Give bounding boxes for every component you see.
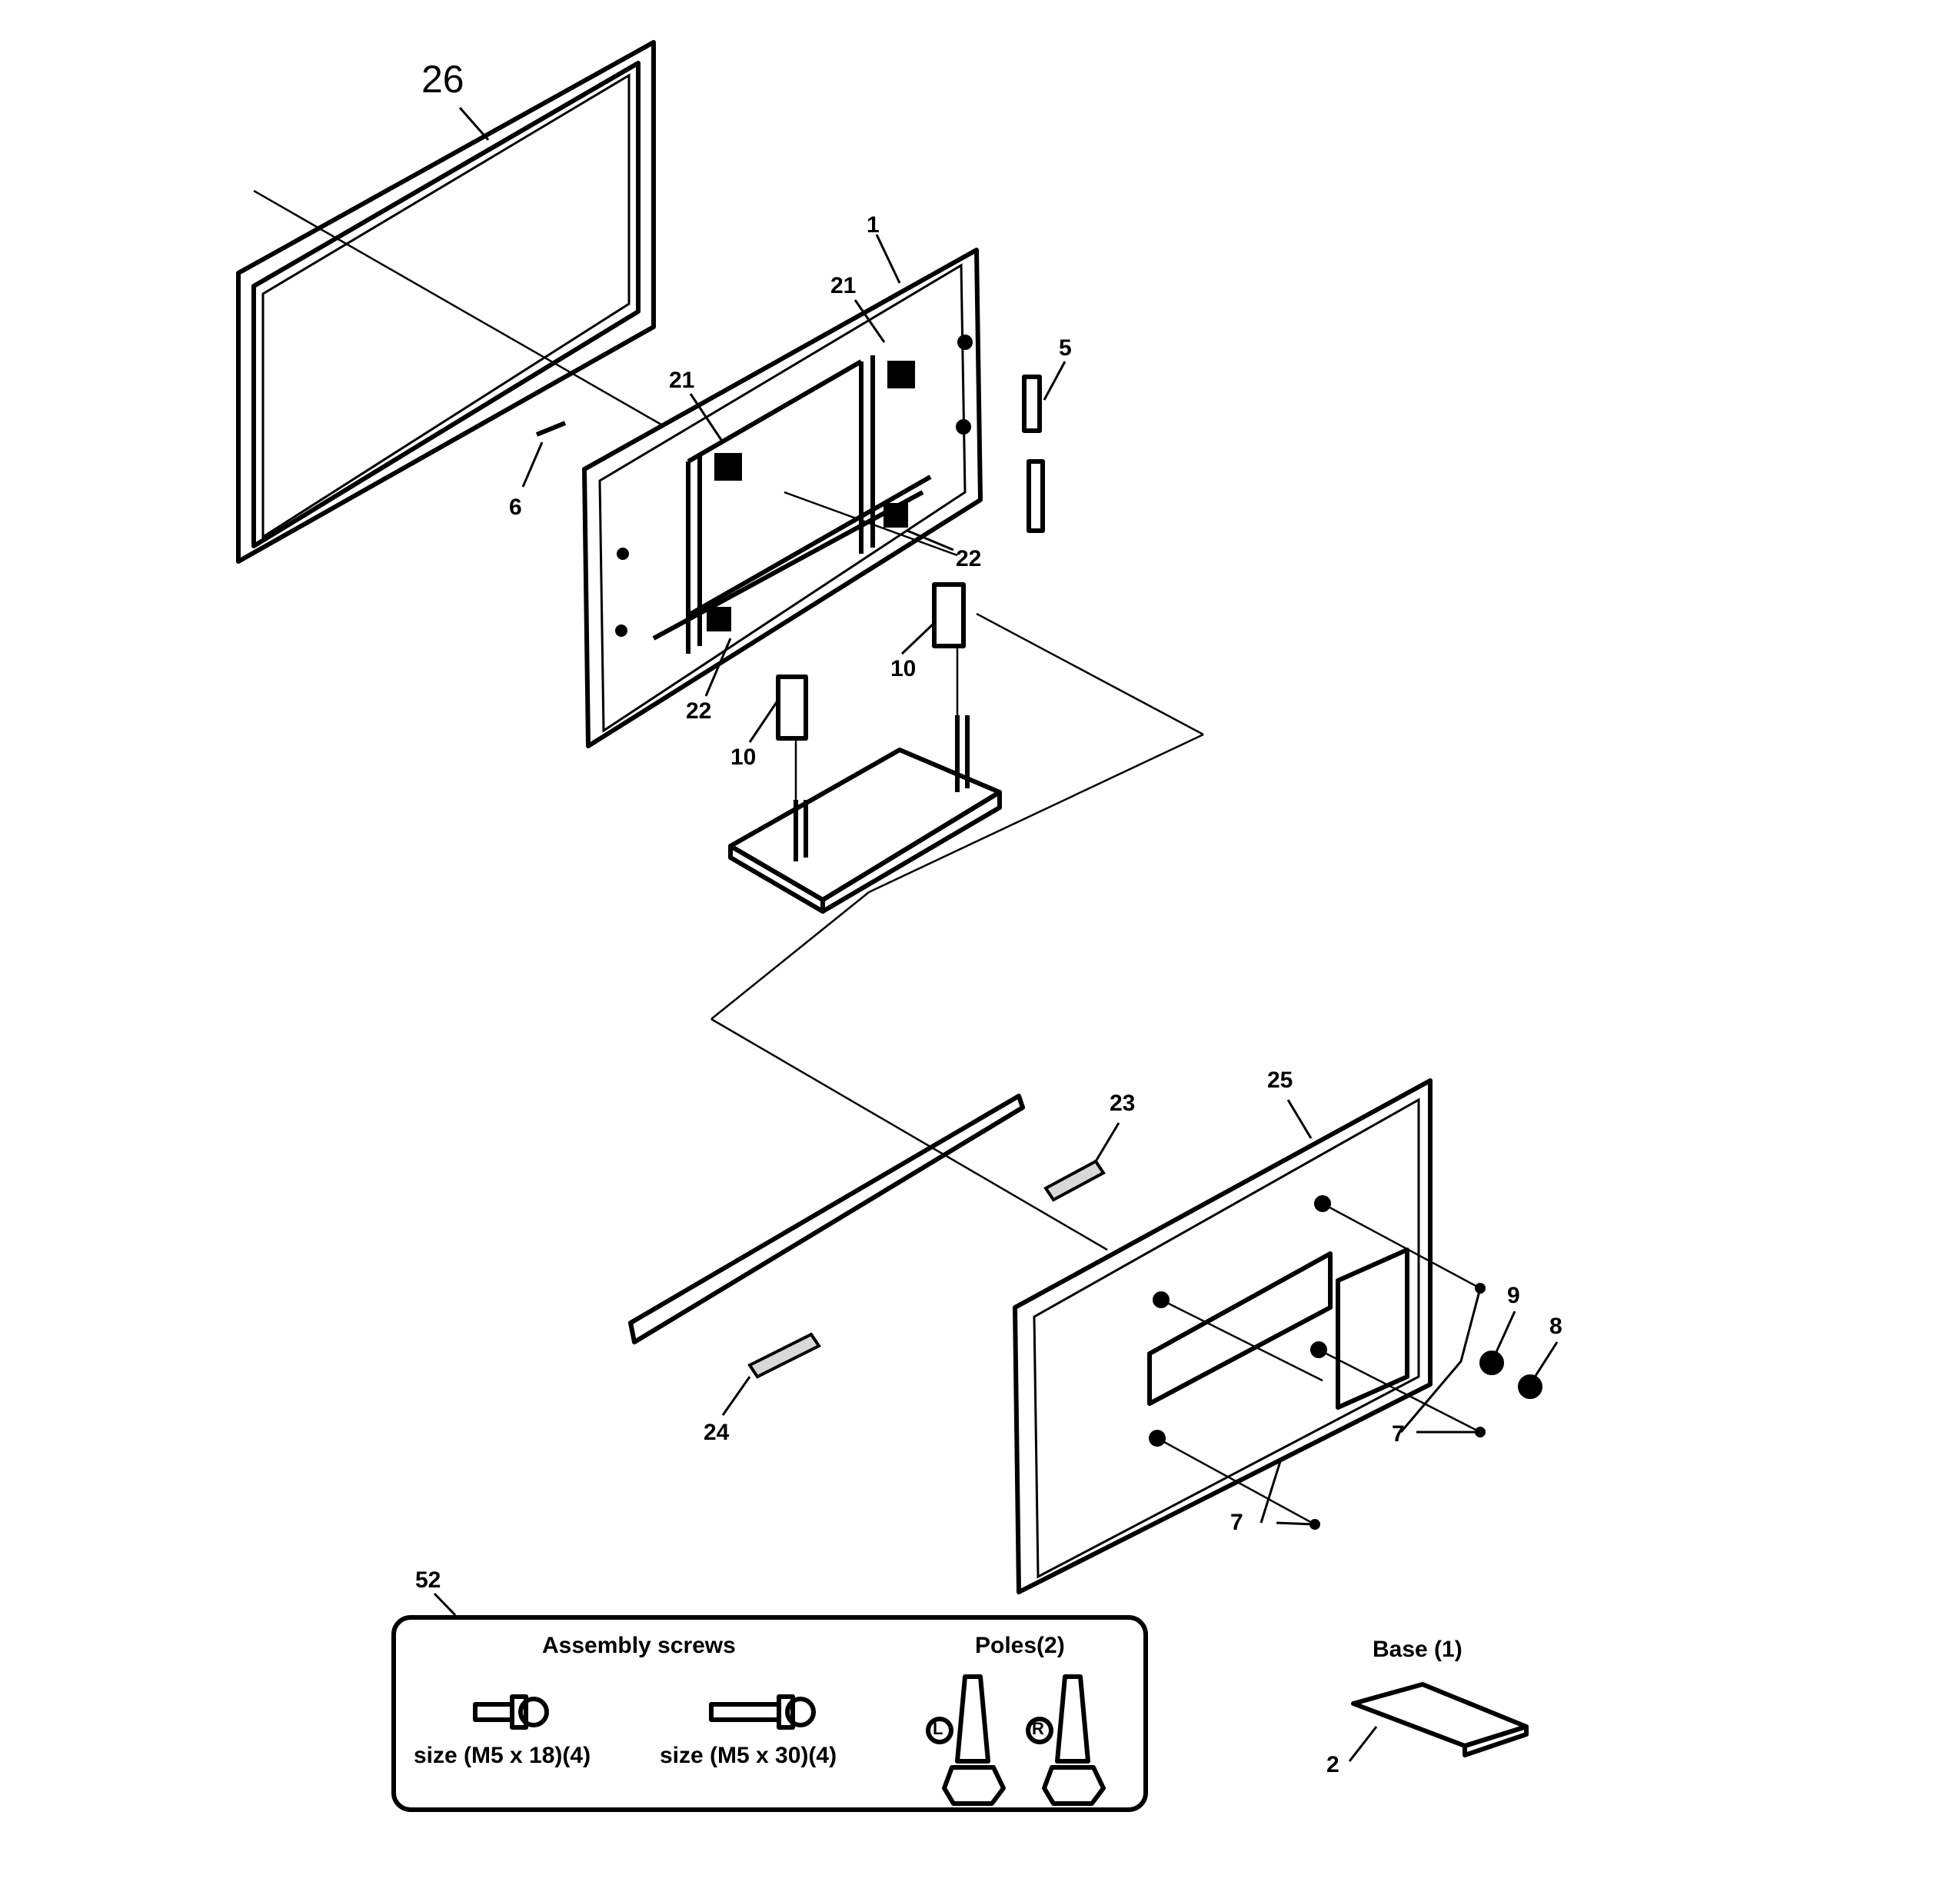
front-bezel-frame: [236, 40, 656, 564]
callout-8: 8: [1549, 1314, 1562, 1339]
speaker-bar: [628, 1094, 1106, 1379]
callout-10-right: 10: [890, 656, 917, 681]
screw-long-caption: size (M5 x 30)(4): [660, 1743, 837, 1768]
callout-52: 52: [415, 1567, 441, 1593]
callout-22-upper: 22: [956, 546, 982, 571]
callout-2: 2: [1326, 1752, 1339, 1777]
callout-6: 6: [509, 495, 522, 520]
callout-5: 5: [1059, 335, 1072, 361]
chassis-panel: [582, 248, 983, 748]
callout-7-right: 7: [1392, 1421, 1405, 1447]
short-screw-icon: [473, 1694, 549, 1730]
knob-9: [1479, 1351, 1504, 1375]
callout-10-left: 10: [730, 744, 757, 770]
pole-right-mark: R: [1032, 1719, 1044, 1738]
callout-26: 26: [421, 58, 464, 101]
callout-24: 24: [704, 1420, 730, 1445]
callout-22-lower: 22: [686, 698, 712, 724]
assembly-screws-title: Assembly screws: [542, 1633, 736, 1658]
callout-9: 9: [1507, 1283, 1520, 1308]
long-screw-icon: [709, 1694, 816, 1730]
rear-cabinet: [1013, 1078, 1433, 1594]
pole-right-icon: [1026, 1674, 1106, 1806]
pole-left-icon: [926, 1674, 1006, 1806]
callout-21-lower: 21: [669, 368, 695, 393]
side-bracket: [1022, 375, 1045, 533]
pole-left-mark: L: [933, 1719, 943, 1738]
base-title: Base (1): [1373, 1637, 1463, 1662]
accessory-box: [391, 1615, 1148, 1812]
callout-leaders: [433, 107, 1559, 1762]
callout-21-upper: 21: [830, 273, 857, 298]
small-clip: [535, 421, 567, 437]
screw-short-caption: size (M5 x 18)(4): [414, 1743, 591, 1768]
pole-bracket-right: [932, 582, 966, 648]
pole-bracket-left: [776, 675, 808, 741]
assembly-guide-lines: [253, 189, 1481, 1526]
poles-title: Poles(2): [975, 1633, 1065, 1658]
knob-8: [1518, 1374, 1542, 1399]
callout-23: 23: [1110, 1091, 1136, 1116]
callout-25: 25: [1267, 1068, 1293, 1093]
callout-7-bottom: 7: [1230, 1510, 1243, 1535]
base-icon: [1351, 1682, 1529, 1757]
callout-1: 1: [867, 212, 880, 238]
stand-with-poles: [728, 715, 1002, 914]
